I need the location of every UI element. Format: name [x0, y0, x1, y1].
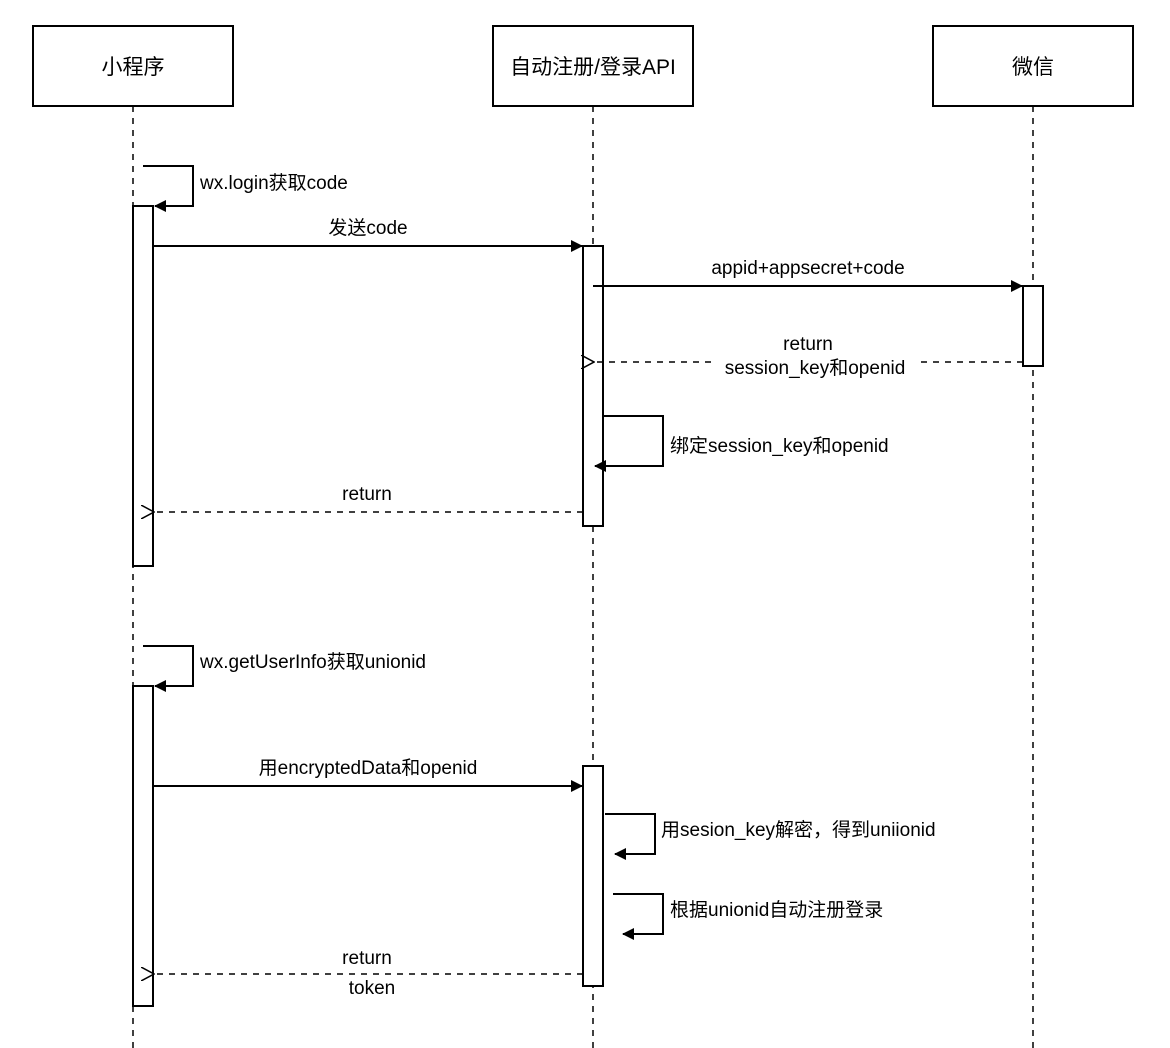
- message-label: return: [783, 334, 833, 355]
- message-label: session_key和openid: [725, 357, 906, 379]
- message-label: wx.login获取code: [199, 172, 348, 194]
- message-decrypt[interactable]: 用sesion_key解密，得到uniionid: [605, 813, 936, 860]
- participant-label: 微信: [1012, 56, 1054, 79]
- message-label: wx.getUserInfo获取unionid: [199, 651, 426, 673]
- message-label: 发送code: [328, 217, 407, 239]
- message-label: token: [349, 978, 395, 999]
- message-wx-getuserinfo[interactable]: wx.getUserInfo获取unionid: [143, 645, 426, 692]
- activation-bar-miniprogram-1: [132, 205, 154, 567]
- self-call-arrow: [143, 165, 194, 212]
- participant-api[interactable]: 自动注册/登录API: [492, 25, 694, 107]
- activation-bar-wechat-1: [1022, 285, 1044, 367]
- message-wx-login[interactable]: wx.login获取code: [143, 165, 348, 212]
- message-label: return: [342, 948, 392, 969]
- message-label: 用sesion_key解密，得到uniionid: [661, 819, 936, 841]
- message-label: 用encryptedData和openid: [259, 757, 478, 779]
- activation-bar-api-1: [582, 245, 604, 527]
- self-call-arrow: [143, 645, 194, 692]
- message-label: 绑定session_key和openid: [670, 435, 889, 457]
- self-call-arrow: [605, 813, 656, 860]
- activation-bar-api-2: [582, 765, 604, 987]
- message-label: 根据unionid自动注册登录: [670, 899, 883, 921]
- message-encrypted-data[interactable]: 用encryptedData和openid: [153, 757, 583, 792]
- message-return-session-key[interactable]: return session_key和openid: [594, 334, 1023, 379]
- message-send-code[interactable]: 发送code: [153, 217, 583, 252]
- label-background: [712, 358, 918, 376]
- message-label: return: [342, 484, 392, 505]
- message-return-token[interactable]: return token: [154, 948, 583, 999]
- message-auto-register[interactable]: 根据unionid自动注册登录: [613, 893, 883, 940]
- self-call-arrow: [594, 415, 664, 472]
- participant-label: 自动注册/登录API: [510, 56, 676, 79]
- message-label: appid+appsecret+code: [711, 258, 904, 279]
- message-appid-appsecret-code[interactable]: appid+appsecret+code: [593, 258, 1023, 292]
- activation-bar-miniprogram-2: [132, 685, 154, 1007]
- participant-miniprogram[interactable]: 小程序: [32, 25, 234, 107]
- participant-wechat[interactable]: 微信: [932, 25, 1134, 107]
- message-bind-session-key[interactable]: 绑定session_key和openid: [594, 415, 889, 472]
- participant-label: 小程序: [102, 56, 165, 79]
- self-call-arrow: [613, 893, 664, 940]
- message-return[interactable]: return: [154, 484, 583, 512]
